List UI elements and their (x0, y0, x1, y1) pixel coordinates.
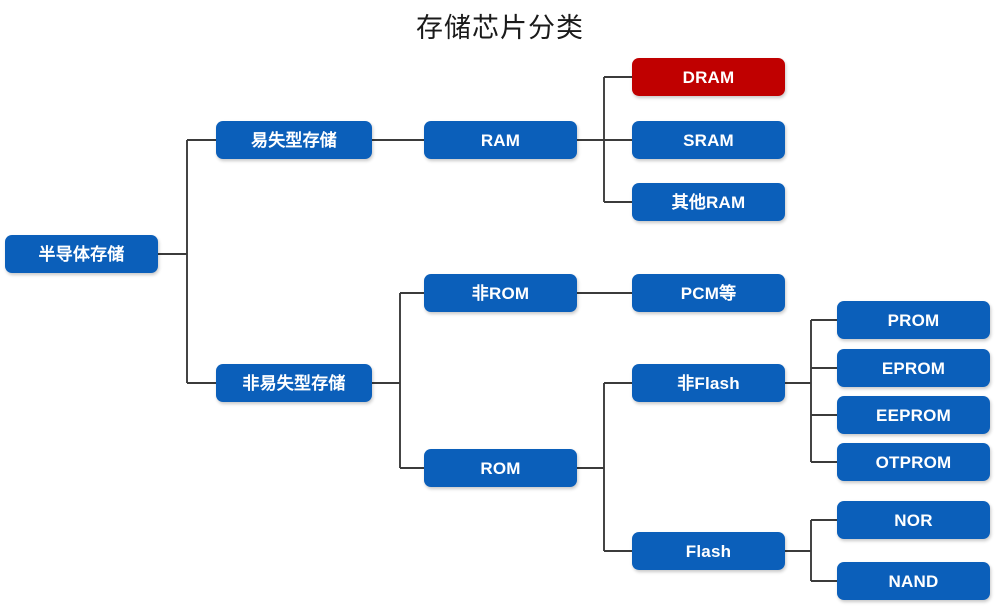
node-nor[interactable]: NOR (837, 501, 990, 539)
node-otprom[interactable]: OTPROM (837, 443, 990, 481)
node-dram[interactable]: DRAM (632, 58, 785, 96)
node-ram[interactable]: RAM (424, 121, 577, 159)
node-volatile-storage[interactable]: 易失型存储 (216, 121, 372, 159)
node-semiconductor-storage[interactable]: 半导体存储 (5, 235, 158, 273)
node-rom[interactable]: ROM (424, 449, 577, 487)
node-non-flash[interactable]: 非Flash (632, 364, 785, 402)
node-nand[interactable]: NAND (837, 562, 990, 600)
node-sram[interactable]: SRAM (632, 121, 785, 159)
node-non-rom[interactable]: 非ROM (424, 274, 577, 312)
node-flash[interactable]: Flash (632, 532, 785, 570)
node-pcm[interactable]: PCM等 (632, 274, 785, 312)
node-eprom[interactable]: EPROM (837, 349, 990, 387)
node-nonvolatile-storage[interactable]: 非易失型存储 (216, 364, 372, 402)
node-eeprom[interactable]: EEPROM (837, 396, 990, 434)
page-title: 存储芯片分类 (416, 13, 584, 44)
node-other-ram[interactable]: 其他RAM (632, 183, 785, 221)
node-prom[interactable]: PROM (837, 301, 990, 339)
